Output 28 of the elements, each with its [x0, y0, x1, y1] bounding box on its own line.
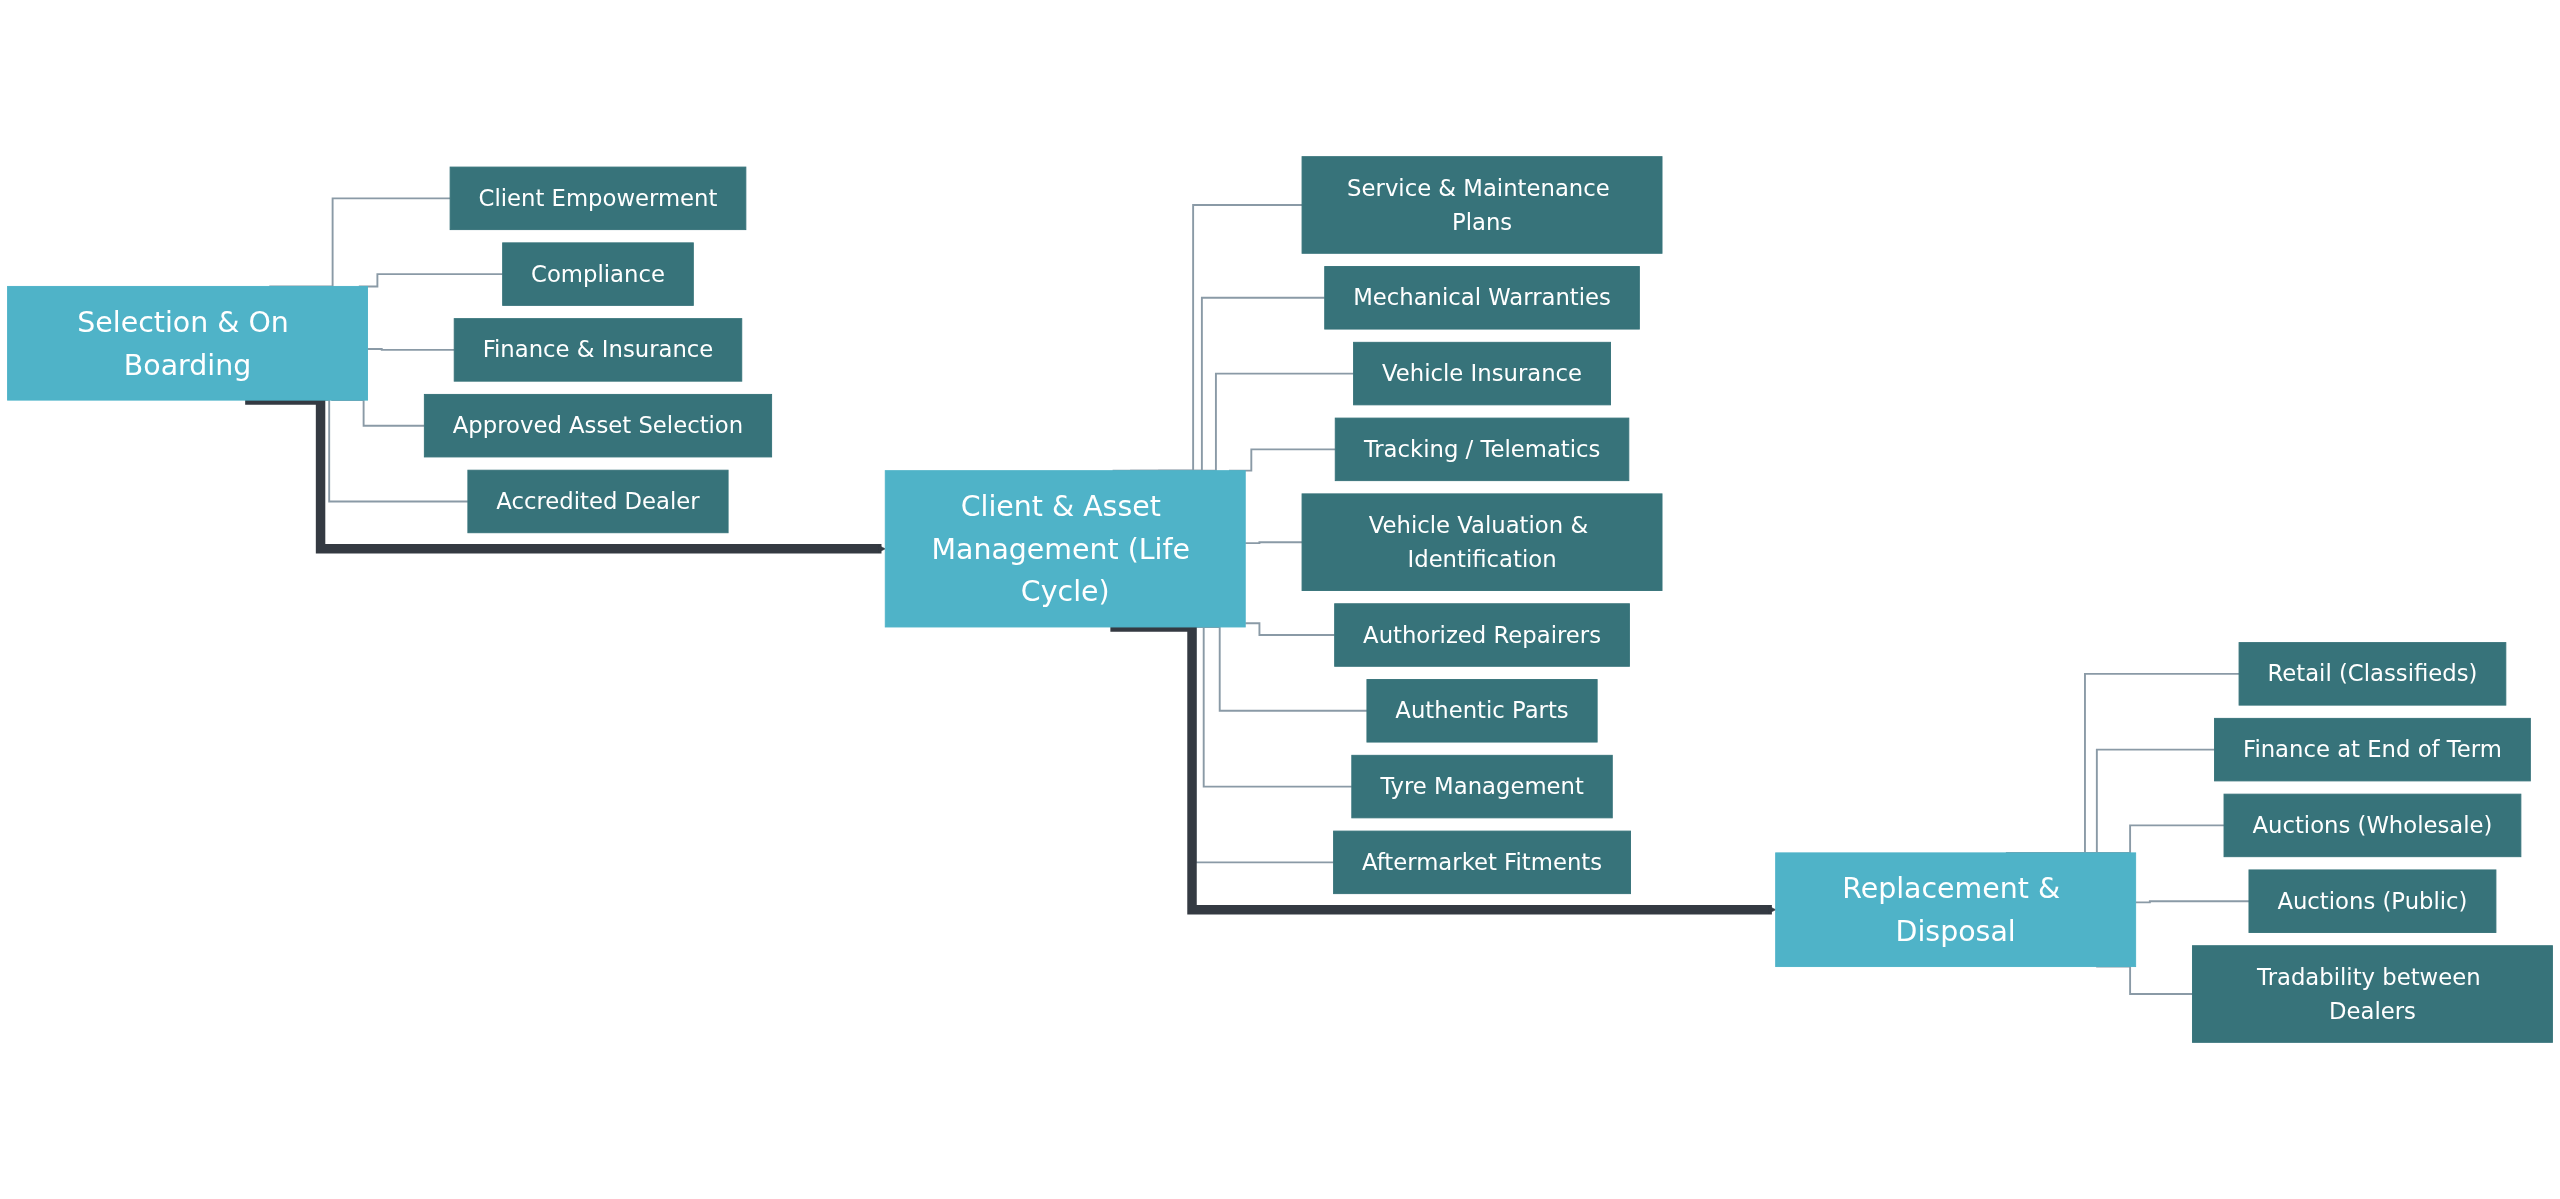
node-box: Retail (Classifieds)	[2238, 642, 2507, 706]
node-box: Aftermarket Fitments	[1333, 830, 1631, 895]
node-box: Tradability between Dealers	[2192, 945, 2553, 1043]
node-box: Tracking / Telematics	[1334, 417, 1630, 482]
node-box: Mechanical Warranties	[1324, 266, 1640, 330]
node-box: Vehicle Valuation & Identification	[1301, 493, 1663, 591]
connector	[1244, 541, 1303, 545]
node-box: Replacement & Disposal	[1775, 852, 2137, 968]
node-box: Finance at End of Term	[2214, 717, 2531, 782]
connector	[2134, 900, 2250, 904]
node-box: Auctions (Public)	[2248, 869, 2497, 933]
node-box: Authentic Parts	[1366, 679, 1598, 743]
arrow	[245, 395, 886, 554]
arrow	[1110, 622, 1777, 915]
node-box: Compliance	[502, 242, 694, 306]
node-box: Client Empowerment	[449, 166, 747, 231]
node-box: Approved Asset Selection	[423, 393, 773, 458]
node-box: Finance & Insurance	[453, 318, 743, 382]
node-box: Selection & On Boarding	[7, 285, 368, 401]
connector	[366, 348, 456, 351]
node-box: Tyre Management	[1351, 754, 1613, 819]
node-box: Auctions (Wholesale)	[2223, 793, 2522, 858]
node-box: Accredited Dealer	[467, 469, 729, 534]
connector	[1244, 622, 1336, 636]
node-box: Vehicle Insurance	[1353, 341, 1611, 406]
node-box: Client & Asset Management (Life Cycle)	[884, 470, 1246, 628]
node-box: Service & Maintenance Plans	[1301, 156, 1663, 254]
node-box: Authorized Repairers	[1334, 603, 1630, 667]
